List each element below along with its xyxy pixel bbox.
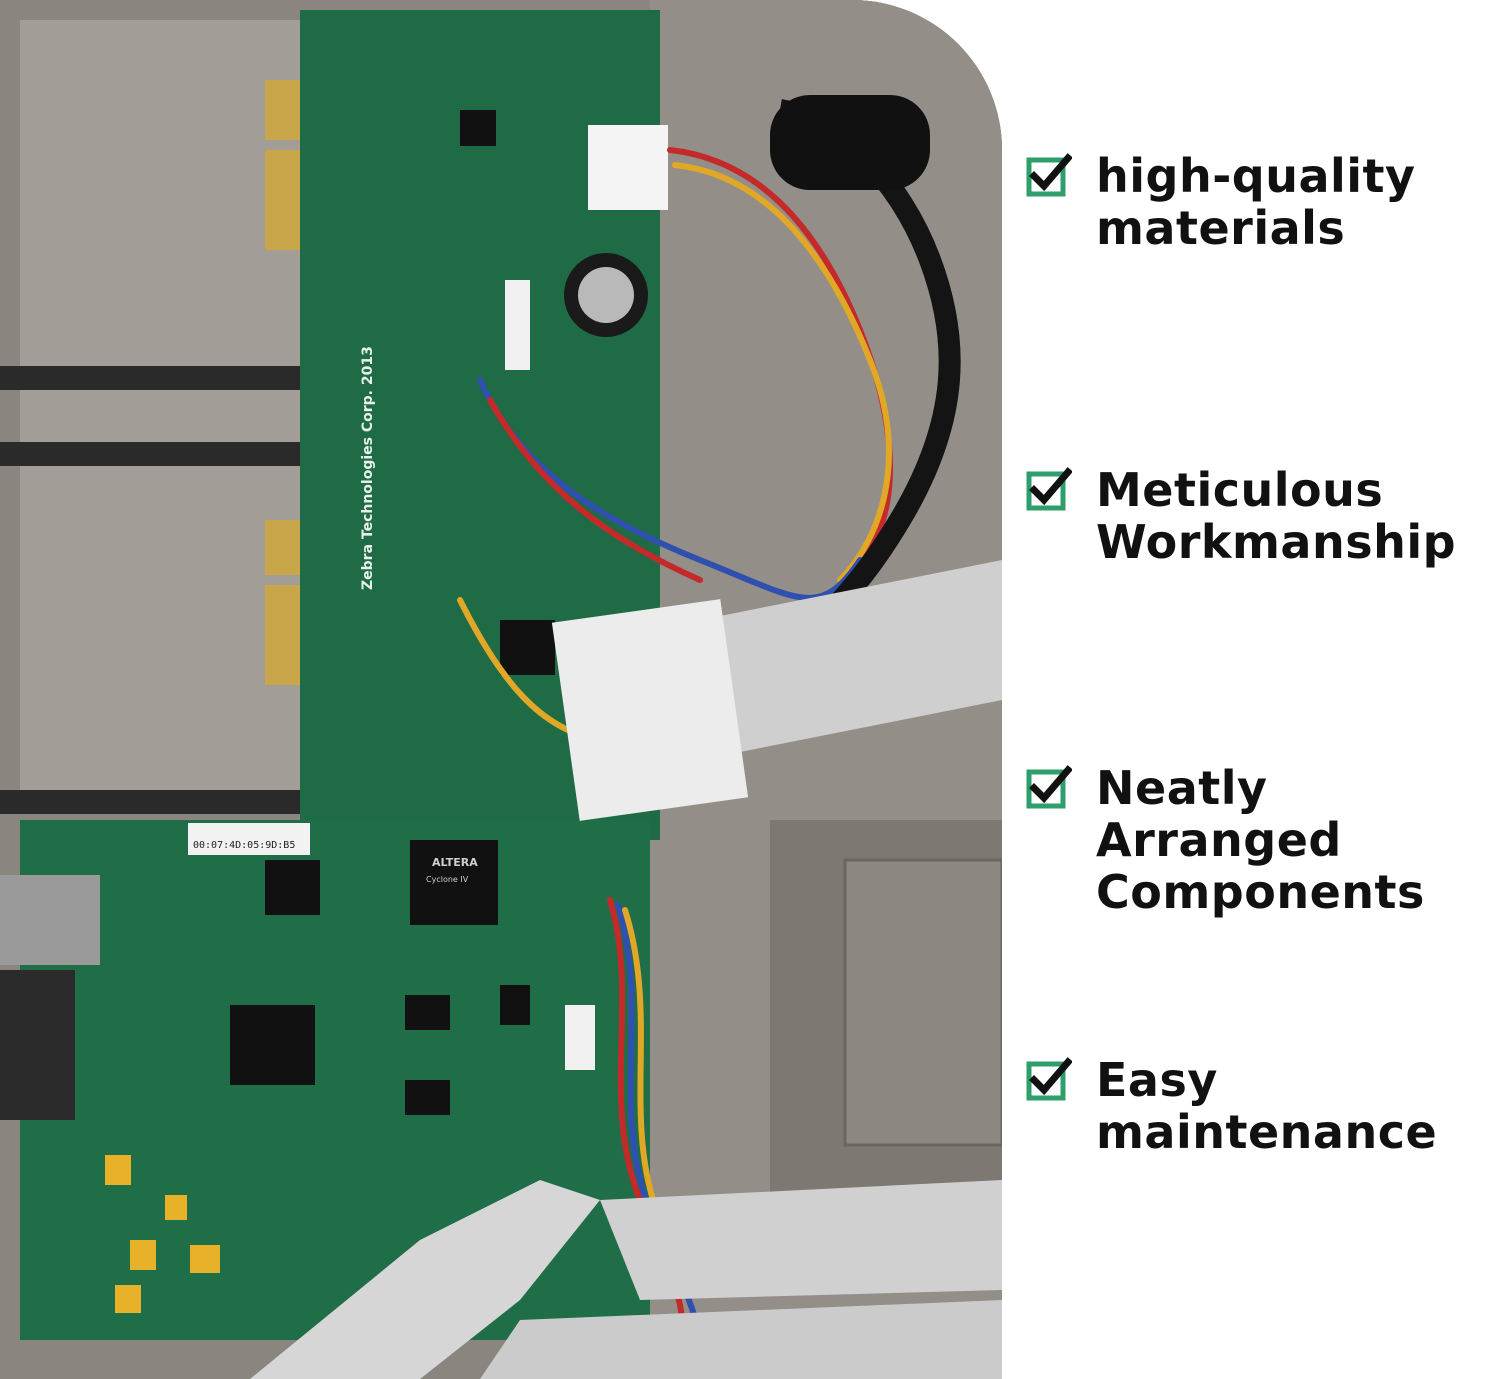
rail xyxy=(0,366,300,390)
capacitors xyxy=(105,1155,220,1313)
serial-port xyxy=(0,970,75,1120)
mac-sticker xyxy=(188,823,310,855)
feature-list: high-quality materials Meticulous Workma… xyxy=(1026,0,1500,1379)
silkscreen-text: Zebra Technologies Corp. 2013 xyxy=(360,346,376,590)
feature-label: Meticulous Workmanship xyxy=(1096,463,1457,569)
checkbox-checked-icon xyxy=(1026,467,1072,511)
edge-connector xyxy=(265,150,300,250)
white-connector xyxy=(588,125,668,210)
chip-model: Cyclone IV xyxy=(426,875,469,884)
feature-item: high-quality materials xyxy=(1026,150,1500,254)
ethernet-port xyxy=(0,875,100,965)
ferrite-core xyxy=(770,95,930,190)
feature-item: Neatly Arranged Components xyxy=(1026,762,1500,918)
chip-brand: ALTERA xyxy=(432,856,478,869)
edge-connector xyxy=(265,585,300,685)
product-photo: ALTERA Cyclone IV Zebra Technologies Cor… xyxy=(0,0,1002,1379)
rail xyxy=(0,790,300,814)
access-panel xyxy=(843,858,1002,1147)
edge-connector xyxy=(265,520,300,575)
checkbox-checked-icon xyxy=(1026,1057,1072,1101)
feature-item: Easy maintenance xyxy=(1026,1054,1500,1158)
mac-label: 00:07:4D:05:9D:B5 xyxy=(193,840,295,851)
edge-connector xyxy=(265,80,300,140)
left-bay xyxy=(20,20,310,810)
feature-label: high-quality materials xyxy=(1096,149,1416,255)
checkbox-checked-icon xyxy=(1026,765,1072,809)
feature-item: Meticulous Workmanship xyxy=(1026,464,1500,568)
circuit-board-illustration: ALTERA Cyclone IV Zebra Technologies Cor… xyxy=(0,0,1002,1379)
feature-label: Neatly Arranged Components xyxy=(1096,761,1425,919)
ribbon-cables xyxy=(250,560,1002,1379)
feature-label: Easy maintenance xyxy=(1096,1053,1438,1159)
lower-pcb xyxy=(20,820,650,1340)
ic-chips xyxy=(230,110,555,1115)
rail xyxy=(0,442,300,466)
checkbox-checked-icon xyxy=(1026,153,1072,197)
